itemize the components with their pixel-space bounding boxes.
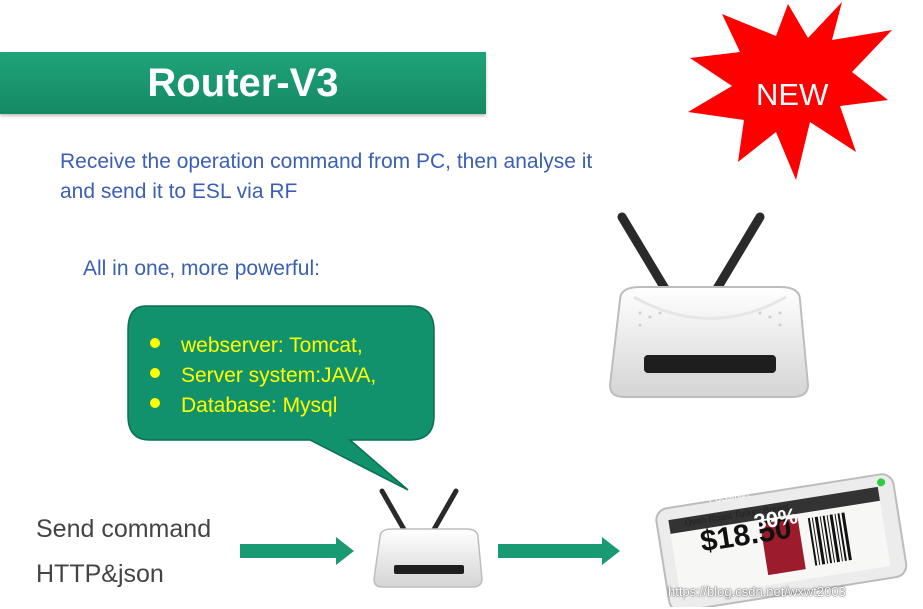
page-title: Router-V3 bbox=[147, 61, 339, 105]
feature-server-system: Server system:JAVA, bbox=[181, 364, 377, 387]
title-banner bbox=[0, 52, 486, 114]
arrow-right-icon bbox=[240, 537, 354, 565]
new-starburst-icon bbox=[688, 2, 892, 180]
bullet-dot bbox=[150, 398, 160, 408]
send-command-label: Send command bbox=[36, 515, 212, 543]
speech-bubble bbox=[127, 305, 435, 491]
subtitle: All in one, more powerful: bbox=[83, 257, 320, 280]
bullet-dot bbox=[150, 338, 160, 348]
description-line-1: Receive the operation command from PC, t… bbox=[60, 150, 593, 173]
router-large-icon bbox=[608, 212, 810, 398]
watermark: https://blog.csdn.net/wxwt2003 bbox=[668, 584, 846, 599]
esl-tag-icon bbox=[655, 473, 908, 607]
feature-webserver: webserver: Tomcat, bbox=[181, 334, 363, 357]
bullet-dot bbox=[150, 368, 160, 378]
http-json-label: HTTP&json bbox=[36, 560, 164, 588]
description-line-2: and send it to ESL via RF bbox=[60, 180, 298, 203]
router-small-icon bbox=[373, 488, 483, 588]
feature-database: Database: Mysql bbox=[181, 394, 338, 417]
new-badge-label: NEW bbox=[756, 77, 829, 112]
arrow-right-icon bbox=[498, 537, 620, 565]
